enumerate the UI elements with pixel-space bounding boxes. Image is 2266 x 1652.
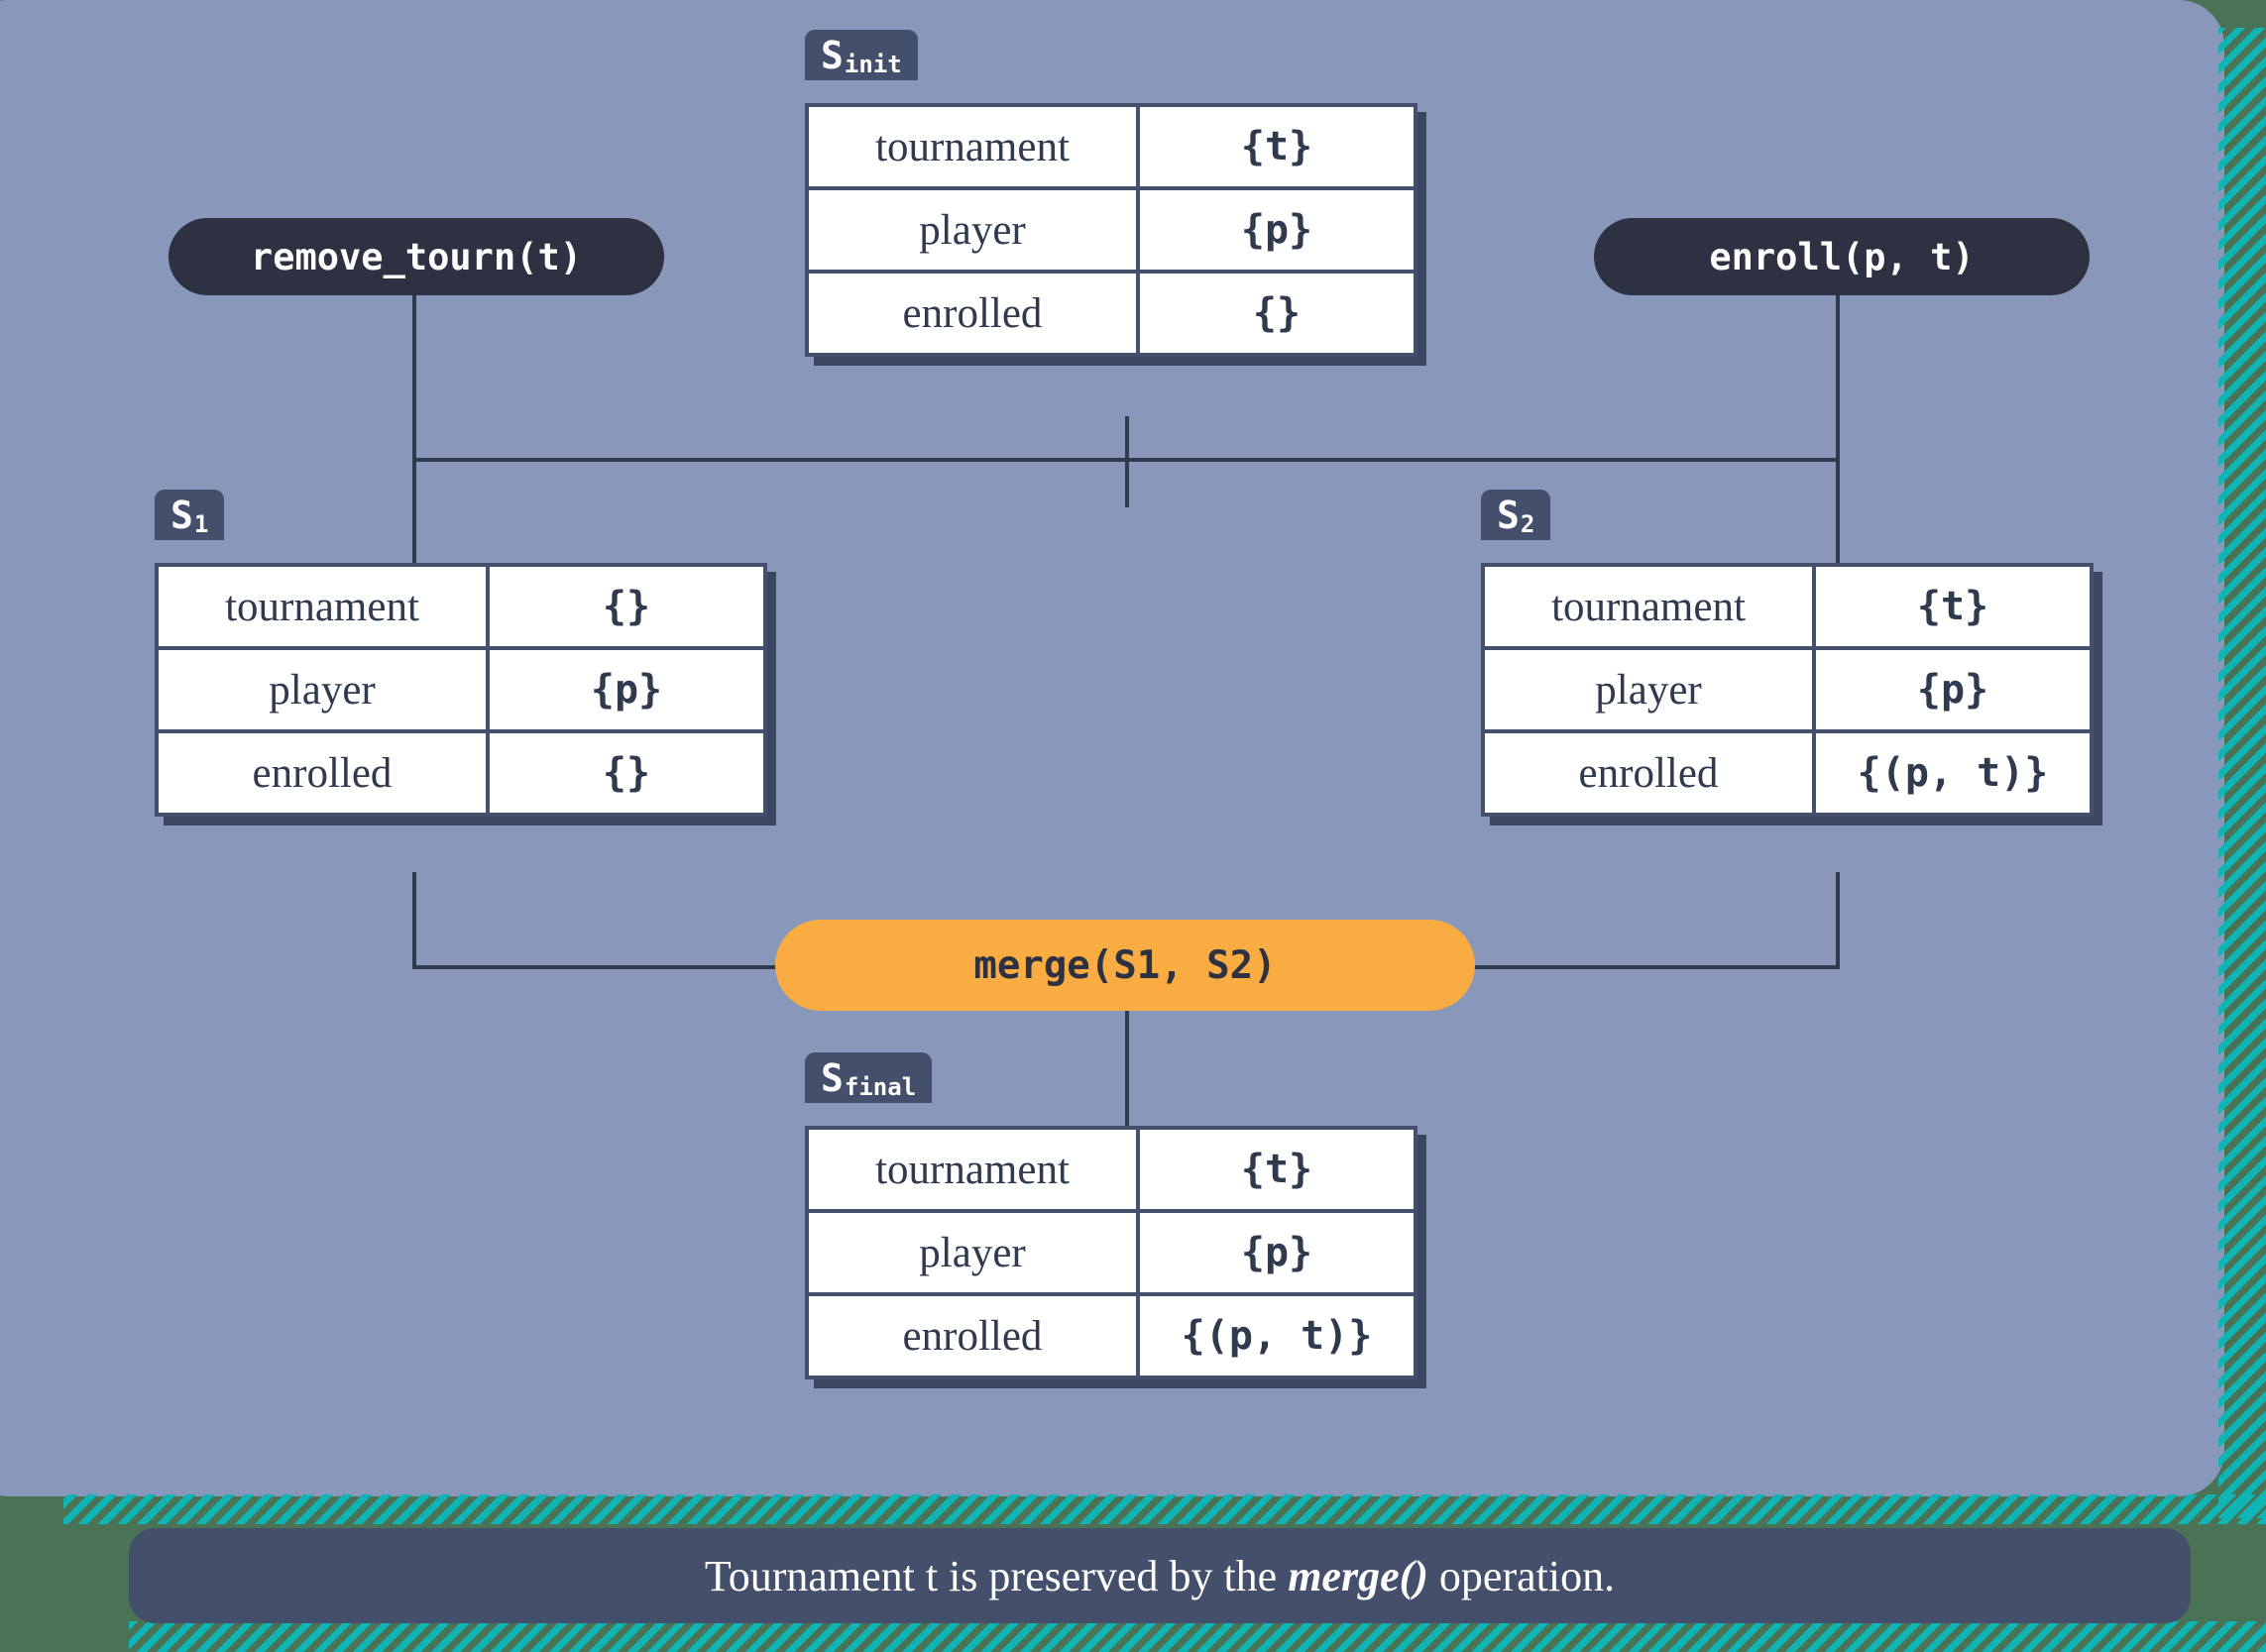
state-table-s1: tournament {} player {p} enrolled {}	[155, 563, 767, 817]
cell-value: {(p, t)}	[1816, 733, 2090, 813]
cell-key: enrolled	[159, 733, 486, 813]
operation-pill-remove-tourn-label: remove_tourn(t)	[250, 235, 583, 278]
cell-value: {(p, t)}	[1140, 1296, 1414, 1376]
cell-key: player	[159, 650, 486, 729]
state-label-s1-sub: 1	[193, 510, 209, 539]
operation-pill-merge-label: merge(S1, S2)	[973, 942, 1277, 988]
table-row: enrolled {}	[159, 733, 763, 813]
cell-key: player	[809, 1213, 1136, 1292]
table-row: tournament {t}	[809, 1130, 1414, 1209]
table-row: tournament {t}	[1485, 567, 2090, 646]
cell-value: {}	[1140, 274, 1414, 353]
connector-init-down	[1125, 416, 1129, 507]
connector-enroll-vertical	[1836, 287, 1840, 575]
state-table-final: tournament {t} player {p} enrolled {(p, …	[805, 1126, 1417, 1379]
table-row: player {p}	[159, 650, 763, 729]
caption-emphasis: merge()	[1288, 1551, 1428, 1600]
table-row: player {p}	[809, 190, 1414, 270]
operation-pill-enroll[interactable]: enroll(p, t)	[1594, 218, 2090, 295]
cell-value: {p}	[1140, 1213, 1414, 1292]
cell-value: {p}	[1140, 190, 1414, 270]
cell-value: {t}	[1816, 567, 2090, 646]
table-row: enrolled {(p, t)}	[809, 1296, 1414, 1376]
state-label-s2-sub: 2	[1520, 510, 1535, 539]
connector-remove-tourn-vertical	[412, 287, 416, 575]
stripe-band-under-caption	[129, 1621, 2266, 1652]
connector-merge-to-final	[1125, 1009, 1129, 1167]
state-label-init-sub: init	[844, 51, 902, 79]
cell-value: {t}	[1140, 1130, 1414, 1209]
stripe-band-under-panel	[63, 1494, 2266, 1524]
caption-text: Tournament t is preserved by the merge()…	[705, 1551, 1615, 1601]
state-label-init: Sinit	[805, 30, 918, 81]
cell-key: tournament	[809, 1130, 1136, 1209]
table-row: enrolled {}	[809, 274, 1414, 353]
caption-after: operation.	[1427, 1551, 1616, 1600]
table-row: tournament {}	[159, 567, 763, 646]
state-label-s2-main: S	[1497, 494, 1520, 537]
caption-before: Tournament t is preserved by the	[704, 1551, 1289, 1600]
table-row: tournament {t}	[809, 107, 1414, 186]
state-label-init-main: S	[821, 34, 844, 77]
caption-bar: Tournament t is preserved by the merge()…	[129, 1528, 2191, 1623]
cell-value: {t}	[1140, 107, 1414, 186]
table-row: enrolled {(p, t)}	[1485, 733, 2090, 813]
connector-s2-down	[1836, 872, 1840, 969]
stripe-band-right	[2218, 28, 2266, 1518]
cell-value: {p}	[1816, 650, 2090, 729]
cell-key: tournament	[159, 567, 486, 646]
cell-value: {}	[490, 567, 763, 646]
cell-value: {}	[490, 733, 763, 813]
cell-key: tournament	[1485, 567, 1812, 646]
state-label-s2: S2	[1481, 490, 1551, 541]
cell-key: enrolled	[809, 274, 1136, 353]
operation-pill-enroll-label: enroll(p, t)	[1709, 235, 1975, 278]
table-row: player {p}	[1485, 650, 2090, 729]
connector-bus-top	[412, 458, 1840, 462]
state-label-s1: S1	[155, 490, 225, 541]
cell-key: enrolled	[809, 1296, 1136, 1376]
state-label-final-sub: final	[844, 1073, 917, 1102]
state-table-init: tournament {t} player {p} enrolled {}	[805, 103, 1417, 357]
operation-pill-merge[interactable]: merge(S1, S2)	[775, 920, 1475, 1011]
state-label-final: Sfinal	[805, 1052, 933, 1104]
state-label-final-main: S	[821, 1056, 844, 1100]
cell-key: player	[809, 190, 1136, 270]
state-table-s2: tournament {t} player {p} enrolled {(p, …	[1481, 563, 2094, 817]
connector-s2-to-merge	[1457, 965, 1840, 969]
connector-s1-down	[412, 872, 416, 969]
cell-key: tournament	[809, 107, 1136, 186]
connector-s1-to-merge	[412, 965, 789, 969]
operation-pill-remove-tourn[interactable]: remove_tourn(t)	[169, 218, 664, 295]
table-row: player {p}	[809, 1213, 1414, 1292]
cell-key: player	[1485, 650, 1812, 729]
cell-value: {p}	[490, 650, 763, 729]
cell-key: enrolled	[1485, 733, 1812, 813]
state-label-s1-main: S	[170, 494, 193, 537]
